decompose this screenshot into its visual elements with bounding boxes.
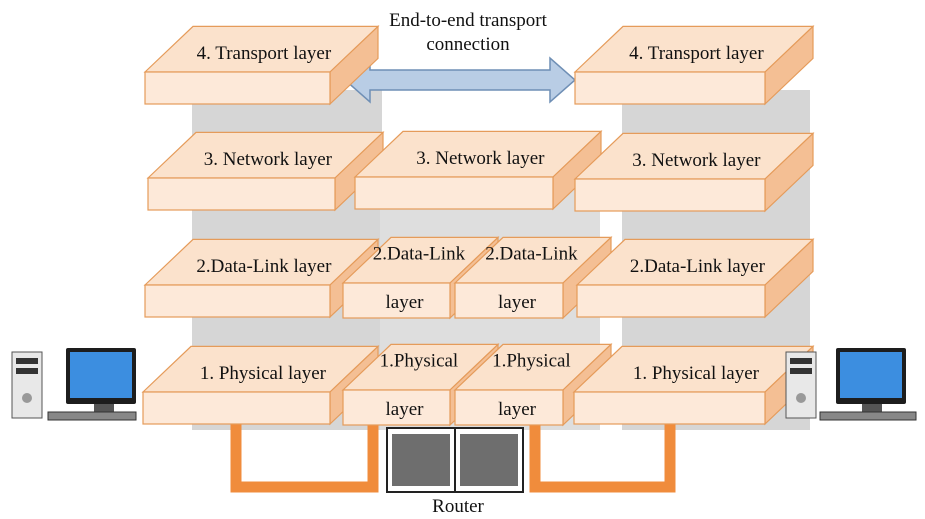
left-datalink-layer: 2.Data-Link layer: [143, 238, 380, 319]
right-datalink-layer-label: 2.Data-Link layer: [630, 256, 766, 277]
router-datalink-right-layer-label-line1: 2.Data-Link: [485, 243, 578, 264]
layer-slabs: 4. Transport layer 3. Network layer 2.Data…: [141, 25, 815, 427]
left-cable: [230, 420, 379, 493]
left-transport-layer-label: 4. Transport layer: [197, 43, 332, 64]
right-network-layer-label: 3. Network layer: [632, 150, 761, 171]
transport-caption-line2: connection: [426, 34, 510, 55]
router-datalink-left-layer-label-line1: 2.Data-Link: [373, 243, 466, 264]
left-computer-icon: [11, 348, 137, 421]
router-physical-right-layer-label-line1: 1.Physical: [492, 350, 571, 371]
right-computer-icon: [785, 348, 917, 421]
router-physical-left-layer-label-line2: layer: [386, 399, 425, 420]
left-physical-layer: 1. Physical layer: [141, 345, 380, 426]
right-datalink-layer: 2.Data-Link layer: [575, 238, 815, 319]
right-network-layer: 3. Network layer: [573, 132, 815, 213]
router-label: Router: [432, 496, 484, 517]
right-transport-layer-label: 4. Transport layer: [629, 43, 764, 64]
left-transport-layer: 4. Transport layer: [143, 25, 380, 106]
left-network-layer-label: 3. Network layer: [204, 149, 333, 170]
router-datalink-left-layer-label-line2: layer: [386, 292, 425, 313]
transport-caption-line1: End-to-end transport: [389, 10, 547, 31]
left-network-layer: 3. Network layer: [146, 131, 385, 212]
router-icon: [386, 427, 524, 493]
link-cables: [230, 420, 676, 493]
router-physical-left-layer-label-line1: 1.Physical: [380, 350, 459, 371]
router-network-layer: 3. Network layer: [353, 130, 603, 211]
router-datalink-right-layer: 2.Data-Link layer: [453, 236, 613, 320]
right-cable: [529, 420, 676, 493]
router-network-layer-label: 3. Network layer: [416, 148, 545, 169]
left-physical-layer-label: 1. Physical layer: [200, 363, 327, 384]
right-physical-layer-label: 1. Physical layer: [633, 363, 760, 384]
router-physical-right-layer-label-line2: layer: [498, 399, 537, 420]
right-physical-layer: 1. Physical layer: [572, 345, 815, 426]
right-transport-layer: 4. Transport layer: [573, 25, 815, 106]
left-datalink-layer-label: 2.Data-Link layer: [196, 256, 332, 277]
router-datalink-right-layer-label-line2: layer: [498, 292, 537, 313]
